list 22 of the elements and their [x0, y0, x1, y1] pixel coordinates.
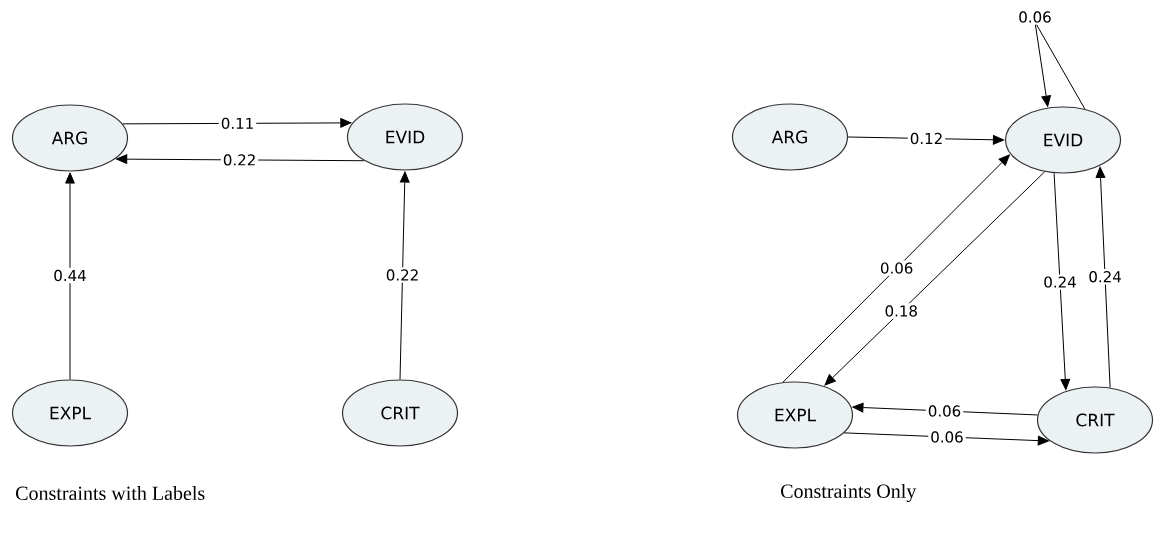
edge-label: 0.12 [907, 130, 946, 147]
edge-label: 0.22 [383, 267, 422, 283]
edge-label: 0.06 [1016, 9, 1054, 25]
arrow [1053, 172, 1071, 391]
arrow [399, 171, 410, 380]
arrow [65, 172, 75, 380]
caption: Constraints Only [781, 483, 917, 503]
arrow [782, 154, 1010, 383]
edge-label: 0.11 [218, 115, 257, 132]
edge-label: 0.06 [928, 429, 966, 445]
edge-label: 0.18 [882, 303, 920, 319]
edge-label: 0.06 [925, 403, 964, 419]
arrow [116, 154, 365, 165]
arrow [1095, 166, 1111, 389]
caption: Constraints with Labels [16, 485, 205, 500]
edge-label: 0.06 [877, 260, 916, 276]
edge-label: 0.24 [1041, 274, 1079, 290]
arrow [824, 171, 1046, 386]
edge-label: 0.24 [1086, 269, 1124, 285]
edge-label: 0.22 [220, 152, 259, 168]
arrow [122, 118, 352, 128]
edge-label: 0.44 [51, 267, 89, 284]
